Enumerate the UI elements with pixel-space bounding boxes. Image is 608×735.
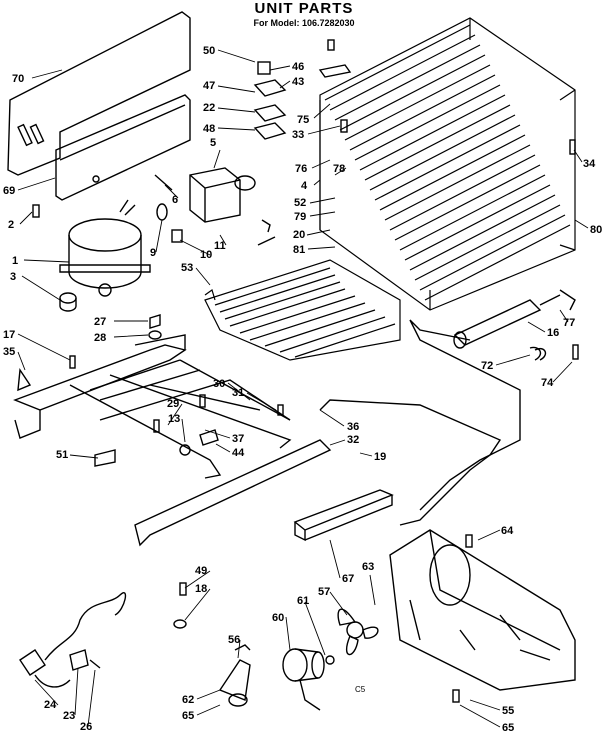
callout-23: 23 [63,710,75,722]
misc-clips [89,219,542,669]
condenser-coil [319,17,576,311]
callout-labels: 70 50 46 43 47 22 48 75 33 5 76 78 4 34 … [3,45,602,734]
evaporator-coil [204,259,401,361]
callout-31: 31 [232,387,244,399]
mounting-bracket-stack [253,39,352,140]
diagram-title: UNIT PARTS [254,0,354,17]
callout-79: 79 [294,211,306,223]
fan-motor-bracket [218,644,251,707]
callout-17: 17 [3,329,15,341]
callout-55: 55 [502,705,514,717]
model-line: For Model: 106.7282030 [0,18,608,28]
callout-35: 35 [3,346,15,358]
callout-77: 77 [563,317,575,329]
callout-81: 81 [293,244,305,256]
model-label: For Model: [253,18,300,28]
callout-24: 24 [44,699,57,711]
callout-51: 51 [56,449,68,461]
footer-mark: C5 [355,685,366,694]
callout-69: 69 [3,185,15,197]
model-number: 106.7282030 [301,18,355,28]
callout-72: 72 [481,360,493,372]
callout-49: 49 [195,565,207,577]
callout-3: 3 [10,271,16,283]
callout-13: 13 [168,413,180,425]
back-cover-panel [7,11,191,201]
callout-67: 67 [342,573,354,585]
callout-76: 76 [295,163,307,175]
callout-34: 34 [583,158,596,170]
callout-16: 16 [547,327,559,339]
callout-11: 11 [214,240,226,252]
callout-18: 18 [195,583,207,595]
callout-6: 6 [172,194,178,206]
callout-75: 75 [297,114,309,126]
callout-70: 70 [12,73,24,85]
callout-48: 48 [203,123,215,135]
callout-33: 33 [292,129,304,141]
callout-57: 57 [318,586,330,598]
callout-32: 32 [347,434,359,446]
callout-62: 62 [182,694,194,706]
callout-61: 61 [297,595,309,607]
compressor-mounting-frame [13,334,332,547]
filter-drier [453,289,576,361]
callout-60: 60 [272,612,284,624]
callout-52: 52 [294,197,306,209]
relay-overload-cluster [154,167,256,243]
callout-47: 47 [203,80,215,92]
callout-9: 9 [150,247,156,259]
callout-5: 5 [210,137,216,149]
callout-64: 64 [501,525,514,537]
callout-43: 43 [292,76,304,88]
callout-50: 50 [203,45,215,57]
callout-28: 28 [94,332,106,344]
diagram-header: UNIT PARTS For Model: 106.7282030 [0,0,608,28]
callout-2: 2 [8,219,14,231]
callout-19: 19 [374,451,386,463]
callout-22: 22 [203,102,215,114]
drain-trough [293,489,394,542]
callout-20: 20 [293,229,305,241]
refrigerant-tube [319,319,521,526]
callout-78: 78 [333,163,345,175]
callout-80: 80 [590,224,602,236]
callout-30: 30 [213,378,225,390]
grommet [59,292,77,312]
callout-27: 27 [94,316,106,328]
fan-shroud-bracket [389,529,576,691]
callout-29: 29 [167,398,179,410]
fan-blade [337,608,379,656]
callout-leader-lines [17,49,589,728]
callout-36: 36 [347,421,359,433]
compressor [59,199,151,297]
callout-65: 65 [502,722,514,734]
fan-motor [282,648,335,711]
callout-74: 74 [541,377,554,389]
callout-1: 1 [12,255,18,267]
callout-4: 4 [301,180,308,192]
callout-37: 37 [232,433,244,445]
callout-46: 46 [292,61,304,73]
callout-44: 44 [232,447,245,459]
callout-26: 26 [80,721,92,733]
callout-53: 53 [181,262,193,274]
small-fasteners [32,119,579,703]
callout-63: 63 [362,561,374,573]
callout-56: 56 [228,634,240,646]
callout-65: 65 [182,710,194,722]
power-cord [19,592,127,688]
